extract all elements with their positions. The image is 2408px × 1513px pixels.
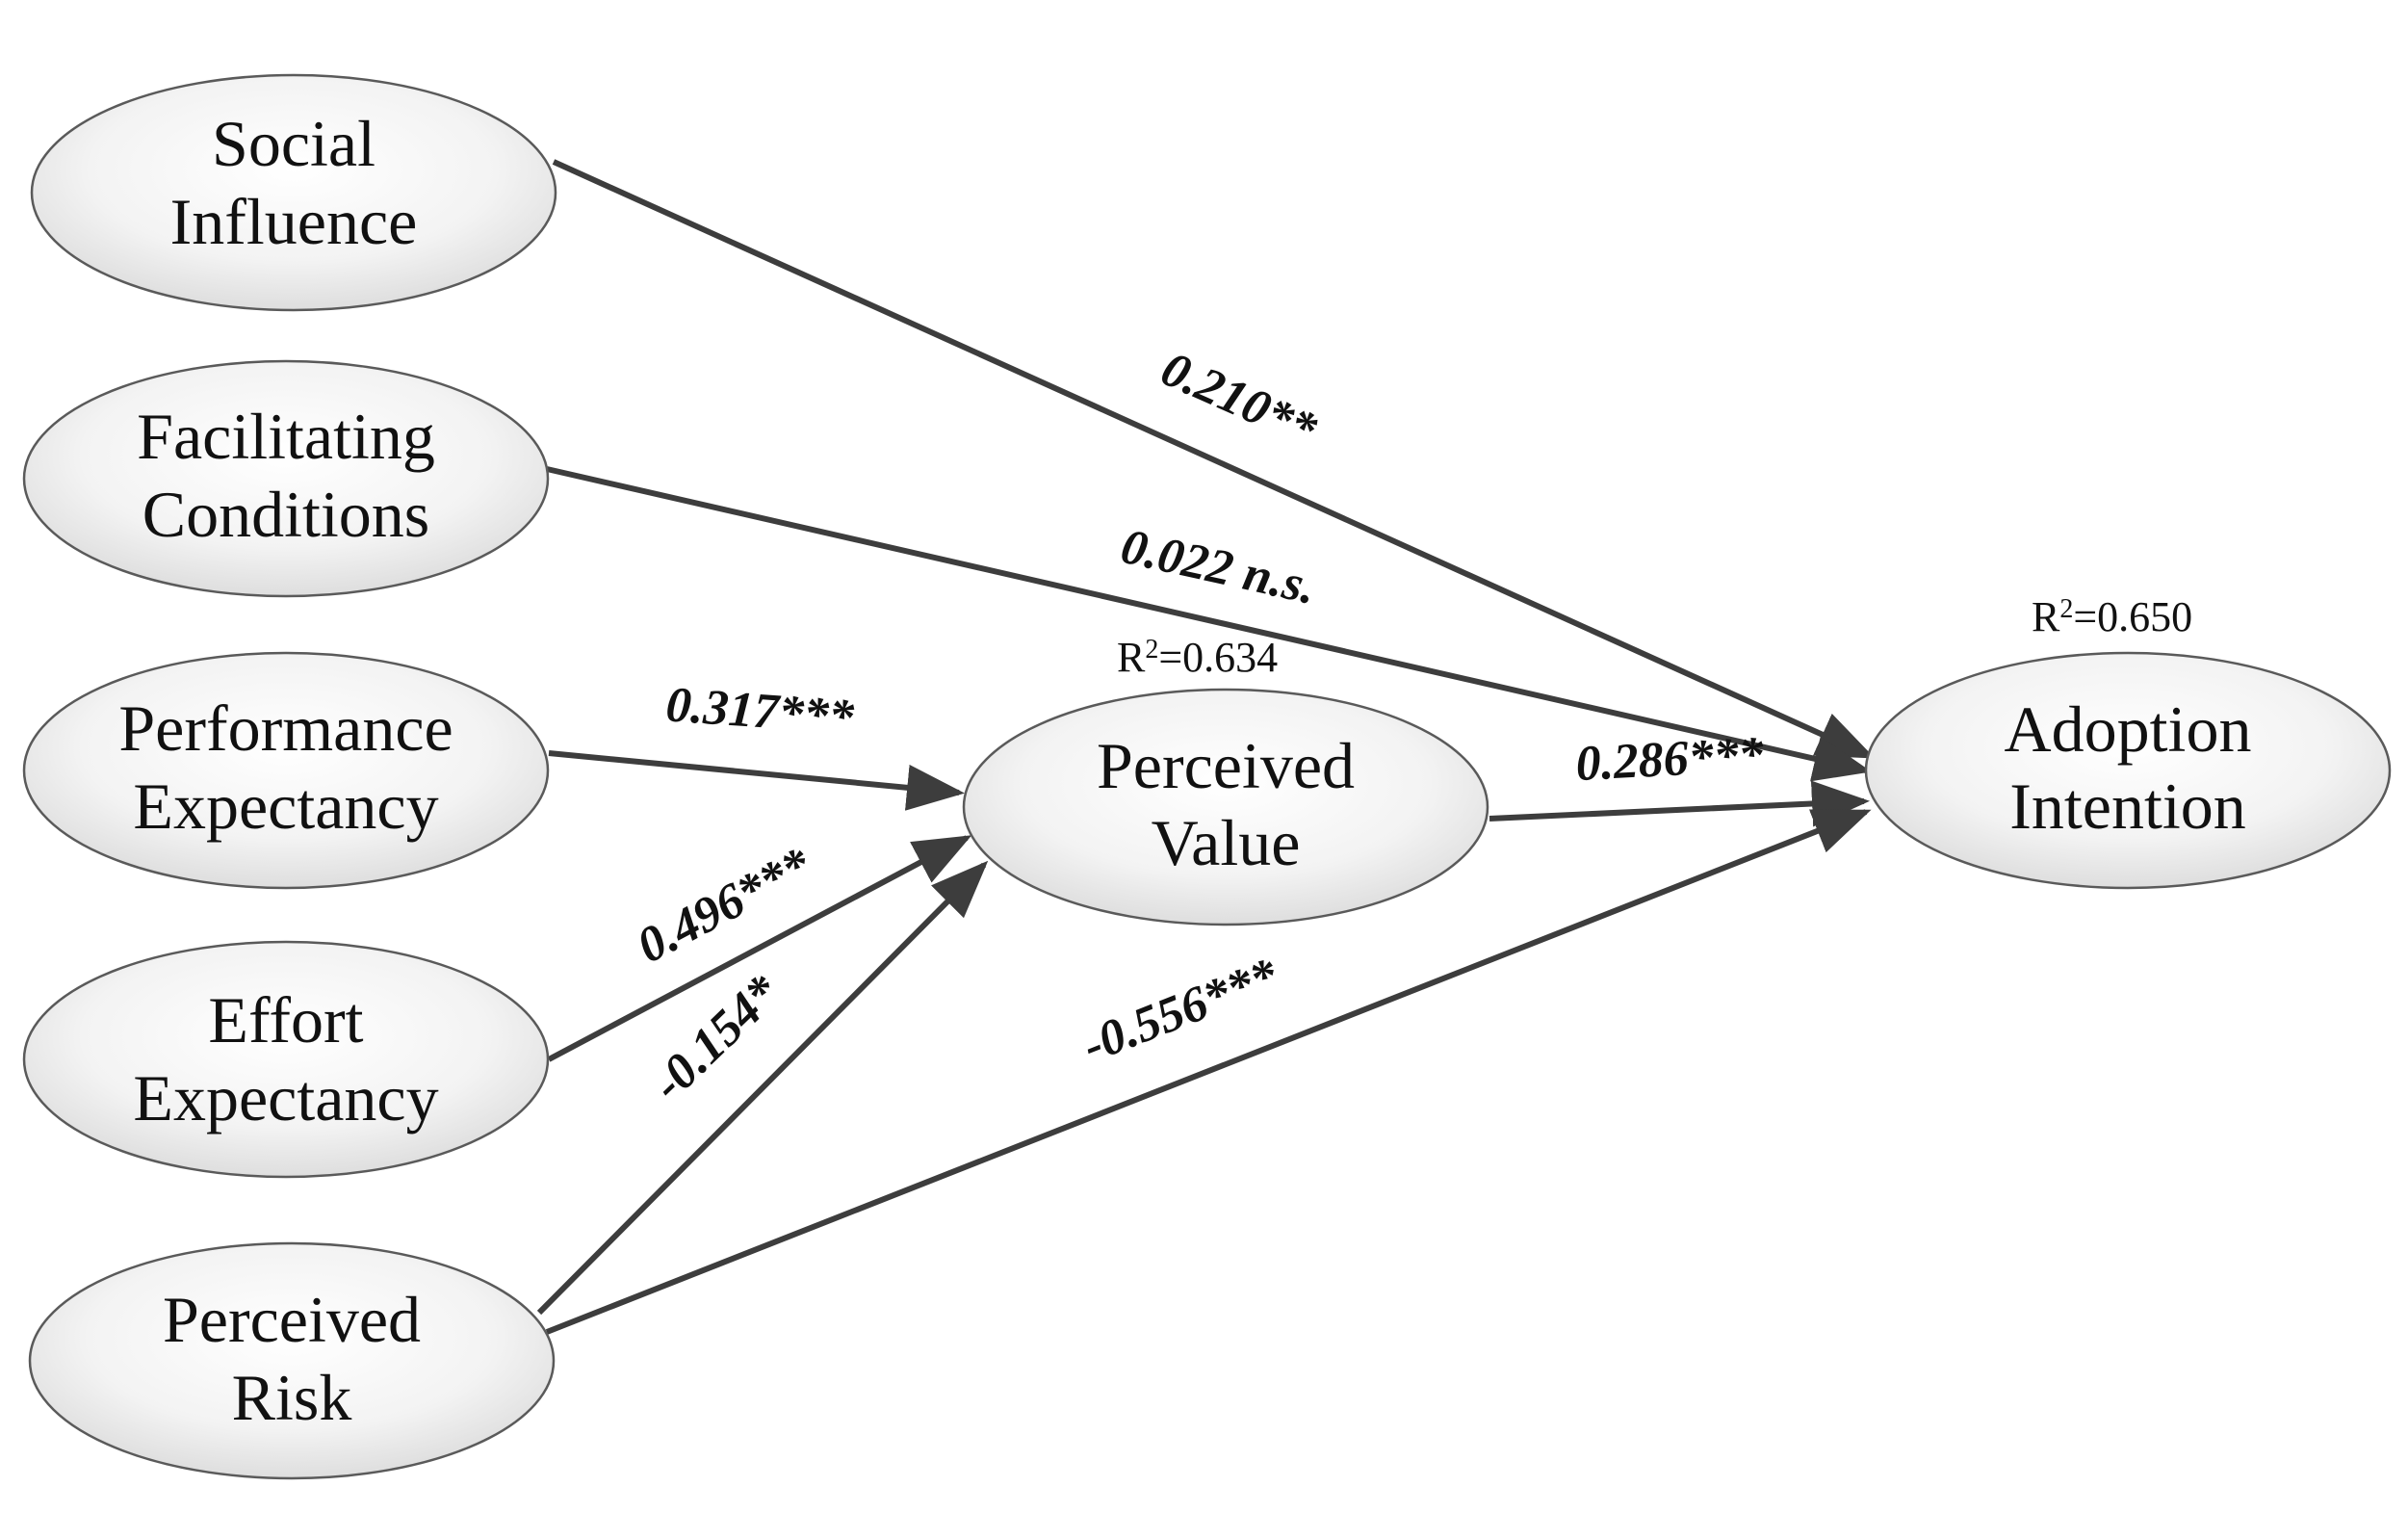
r-squared-value: =0.634 [1158, 634, 1278, 681]
coef-effort-expectancy: 0.496*** [629, 837, 821, 974]
r-squared-value: =0.650 [2073, 593, 2192, 640]
node-label-line1: Facilitating [137, 400, 435, 473]
node-label-line2: Risk [232, 1361, 352, 1434]
node-label-line2: Expectancy [133, 1061, 438, 1135]
node-perceived-risk: Perceived Risk [28, 1241, 556, 1480]
path-perceived-risk-to-perceived-value [536, 860, 989, 1316]
r-symbol: R [2032, 593, 2060, 640]
path-effort-expectancy-to-perceived-value [547, 835, 972, 1062]
path-facilitating-conditions-to-adoption-intention [546, 466, 1872, 782]
node-label-line2: Value [1152, 806, 1301, 879]
node-shape [22, 940, 550, 1179]
path-social-influence-to-adoption-intention [552, 159, 1876, 759]
node-label-line1: Perceived [163, 1283, 421, 1356]
node-label-line2: Expectancy [133, 770, 438, 843]
node-performance-expectancy: Performance Expectancy [22, 651, 550, 890]
node-label-line1: Performance [118, 691, 453, 765]
r-squared-adoption-intention: R2=0.650 [2032, 593, 2192, 640]
node-shape [28, 1241, 556, 1480]
node-label-line1: Adoption [2005, 692, 2252, 766]
node-shape [22, 651, 550, 890]
path-perceived-value-to-adoption-intention [1489, 780, 1870, 827]
node-label-line1: Effort [208, 983, 363, 1056]
node-shape [1864, 651, 2392, 890]
coef-perceived-risk-to-value: -0.154* [641, 964, 791, 1111]
node-social-influence: Social Influence [30, 73, 557, 312]
coef-perceived-value: 0.286*** [1574, 727, 1766, 792]
node-label-line1: Social [212, 107, 375, 180]
node-shape [962, 688, 1489, 926]
r-squared-perceived-value: R2=0.634 [1117, 634, 1278, 681]
coef-facilitating-conditions: 0.022 n.s. [1116, 519, 1321, 615]
node-label-line1: Perceived [1097, 729, 1355, 802]
node-effort-expectancy: Effort Expectancy [22, 940, 550, 1179]
node-shape [22, 359, 550, 598]
coef-social-influence: 0.210** [1153, 342, 1325, 458]
node-facilitating-conditions: Facilitating Conditions [22, 359, 550, 598]
coef-performance-expectancy: 0.317*** [664, 677, 856, 745]
node-shape [30, 73, 557, 312]
paths-layer [536, 159, 1876, 1335]
node-label-line2: Conditions [142, 478, 430, 551]
r-symbol: R [1117, 634, 1146, 681]
node-adoption-intention: Adoption Intention [1864, 651, 2392, 890]
node-label-line2: Intention [2009, 770, 2246, 843]
path-performance-expectancy-to-perceived-value [548, 750, 965, 811]
node-label-line2: Influence [170, 185, 418, 258]
path-perceived-risk-to-adoption-intention [545, 809, 1872, 1335]
node-perceived-value: Perceived Value [962, 688, 1489, 926]
superscript-2: 2 [1145, 635, 1158, 665]
superscript-2: 2 [2059, 594, 2073, 624]
